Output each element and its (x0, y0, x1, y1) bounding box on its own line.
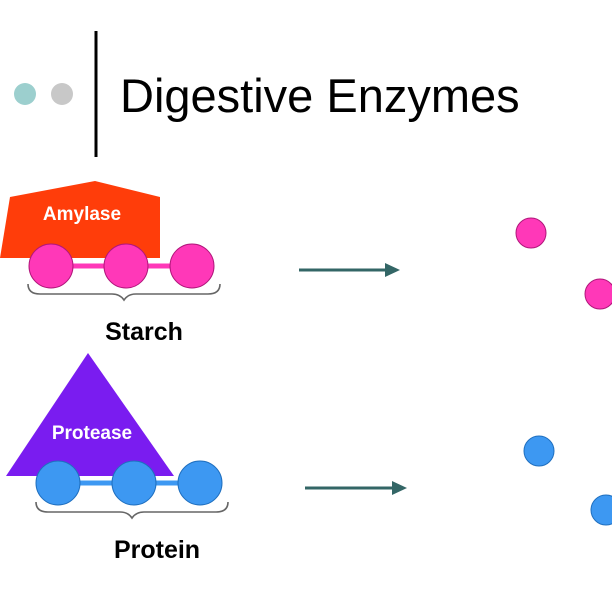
amylase-enzyme-shape (0, 181, 160, 258)
amylase-label: Amylase (43, 204, 121, 225)
reaction-protease: Protease Protein (6, 353, 612, 564)
protease-enzyme-shape (6, 353, 174, 476)
protein-product-1 (523, 435, 555, 467)
protease-label: Protease (52, 423, 132, 444)
starch-label: Starch (105, 318, 183, 346)
reaction-amylase: Amylase Starch (0, 181, 612, 346)
starch-bead-2 (103, 243, 149, 289)
protein-bead-2 (111, 460, 157, 506)
starch-bead-3 (169, 243, 215, 289)
slide-title: Digestive Enzymes (120, 69, 520, 122)
decor-dot-teal (14, 83, 36, 105)
protein-brace (35, 501, 229, 520)
decor-dot-gray (51, 83, 73, 105)
starch-product-1 (515, 217, 547, 249)
protein-arrow-head (392, 481, 407, 495)
starch-arrow-head (385, 263, 400, 277)
starch-bead-1 (28, 243, 74, 289)
starch-product-2 (584, 278, 612, 310)
protein-product-2 (590, 494, 612, 526)
protein-bead-3 (177, 460, 223, 506)
protein-bead-1 (35, 460, 81, 506)
protein-label: Protein (114, 536, 200, 564)
starch-brace (27, 283, 221, 302)
